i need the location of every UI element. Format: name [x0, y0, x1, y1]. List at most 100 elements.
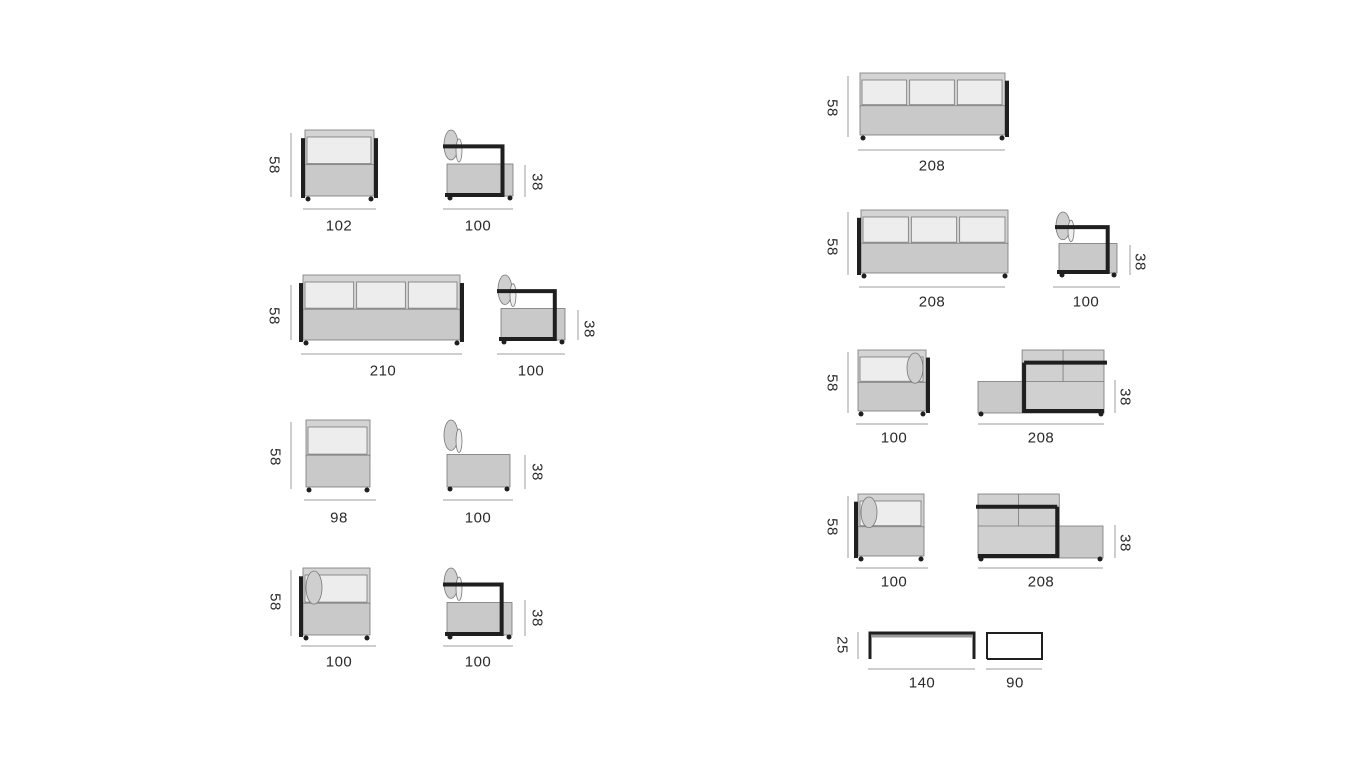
armrest-frame	[299, 283, 303, 342]
armrest-frame	[460, 283, 464, 342]
foot	[364, 487, 370, 493]
armrest-frame	[857, 217, 861, 275]
seat	[302, 602, 371, 636]
foot	[305, 196, 311, 202]
back-cushion	[304, 281, 355, 309]
width-label: 208	[1027, 429, 1055, 447]
height-label: 58	[265, 156, 283, 174]
height-label: 58	[265, 307, 283, 325]
foot	[920, 411, 926, 417]
foot	[999, 135, 1005, 141]
foot	[1097, 556, 1103, 562]
height-label: 58	[823, 518, 841, 536]
chaise-seat	[977, 381, 1023, 414]
foot	[447, 634, 453, 640]
width-label: 100	[464, 509, 492, 527]
side-cushion	[305, 570, 323, 605]
seat	[859, 105, 1006, 136]
width-label: 210	[369, 362, 397, 380]
coffee-table-large	[868, 631, 976, 659]
foot	[306, 487, 312, 493]
seat	[304, 164, 375, 197]
width-label: 100	[880, 429, 908, 447]
height-label: 38	[1116, 534, 1134, 552]
back-cushion	[455, 428, 463, 453]
width-label: 100	[464, 653, 492, 671]
width-label: 208	[918, 293, 946, 311]
frame	[1022, 360, 1107, 413]
seat	[302, 308, 461, 341]
side-cushion	[906, 352, 924, 384]
foot	[447, 486, 453, 492]
foot	[1002, 273, 1008, 279]
foot	[978, 556, 984, 562]
height-label: 38	[580, 320, 598, 338]
armrest-frame	[374, 138, 378, 198]
back-cushion	[909, 79, 955, 106]
frame	[443, 144, 505, 197]
height-label: 38	[1116, 388, 1134, 406]
back-cushion	[910, 216, 958, 243]
height-label: 58	[266, 593, 284, 611]
back-cushion	[509, 283, 517, 307]
foot	[303, 340, 309, 346]
back-cushion	[407, 281, 458, 309]
foot	[368, 196, 374, 202]
back-cushion	[455, 576, 463, 601]
frame	[443, 582, 504, 636]
foot	[507, 195, 513, 201]
foot	[1098, 411, 1104, 417]
frame	[976, 504, 1060, 558]
chaise-seat	[1058, 525, 1104, 559]
foot	[1059, 272, 1065, 278]
seat	[857, 526, 925, 557]
height-label: 38	[528, 173, 546, 191]
foot	[303, 635, 309, 641]
foot	[504, 486, 510, 492]
width-label: 100	[517, 362, 545, 380]
foot	[918, 556, 924, 562]
height-label: 38	[528, 609, 546, 627]
foot	[858, 411, 864, 417]
armrest-frame	[299, 576, 303, 637]
foot	[364, 635, 370, 641]
seat	[446, 454, 511, 488]
height-label: 38	[528, 463, 546, 481]
width-label: 208	[918, 157, 946, 175]
height-label: 58	[823, 238, 841, 256]
foot	[506, 634, 512, 640]
seat	[860, 242, 1009, 274]
width-label: 100	[880, 573, 908, 591]
armrest-frame	[854, 501, 858, 558]
back-cushion	[1067, 219, 1075, 243]
width-label: 100	[464, 217, 492, 235]
width-label: 100	[325, 653, 353, 671]
foot	[978, 411, 984, 417]
foot	[860, 135, 866, 141]
back-cushion	[356, 281, 406, 309]
foot	[559, 339, 565, 345]
frame	[497, 289, 557, 341]
armrest-frame	[301, 138, 305, 198]
back-cushion	[959, 216, 1006, 243]
frame	[1055, 225, 1110, 274]
height-label: 58	[823, 99, 841, 117]
back-cushion	[862, 216, 909, 243]
back-cushion	[455, 138, 463, 163]
back-cushion	[306, 136, 372, 165]
height-label: 58	[823, 374, 841, 392]
width-label: 140	[908, 674, 936, 692]
armrest-frame	[926, 357, 930, 413]
foot	[1111, 272, 1117, 278]
foot	[858, 556, 864, 562]
back-cushion	[307, 426, 368, 455]
seat	[305, 454, 371, 488]
foot	[454, 340, 460, 346]
width-label: 90	[1006, 674, 1024, 692]
width-label: 100	[1072, 293, 1100, 311]
back-cushion	[861, 79, 908, 106]
height-label: 25	[833, 636, 851, 654]
width-label: 102	[325, 217, 353, 235]
width-label: 208	[1027, 573, 1055, 591]
